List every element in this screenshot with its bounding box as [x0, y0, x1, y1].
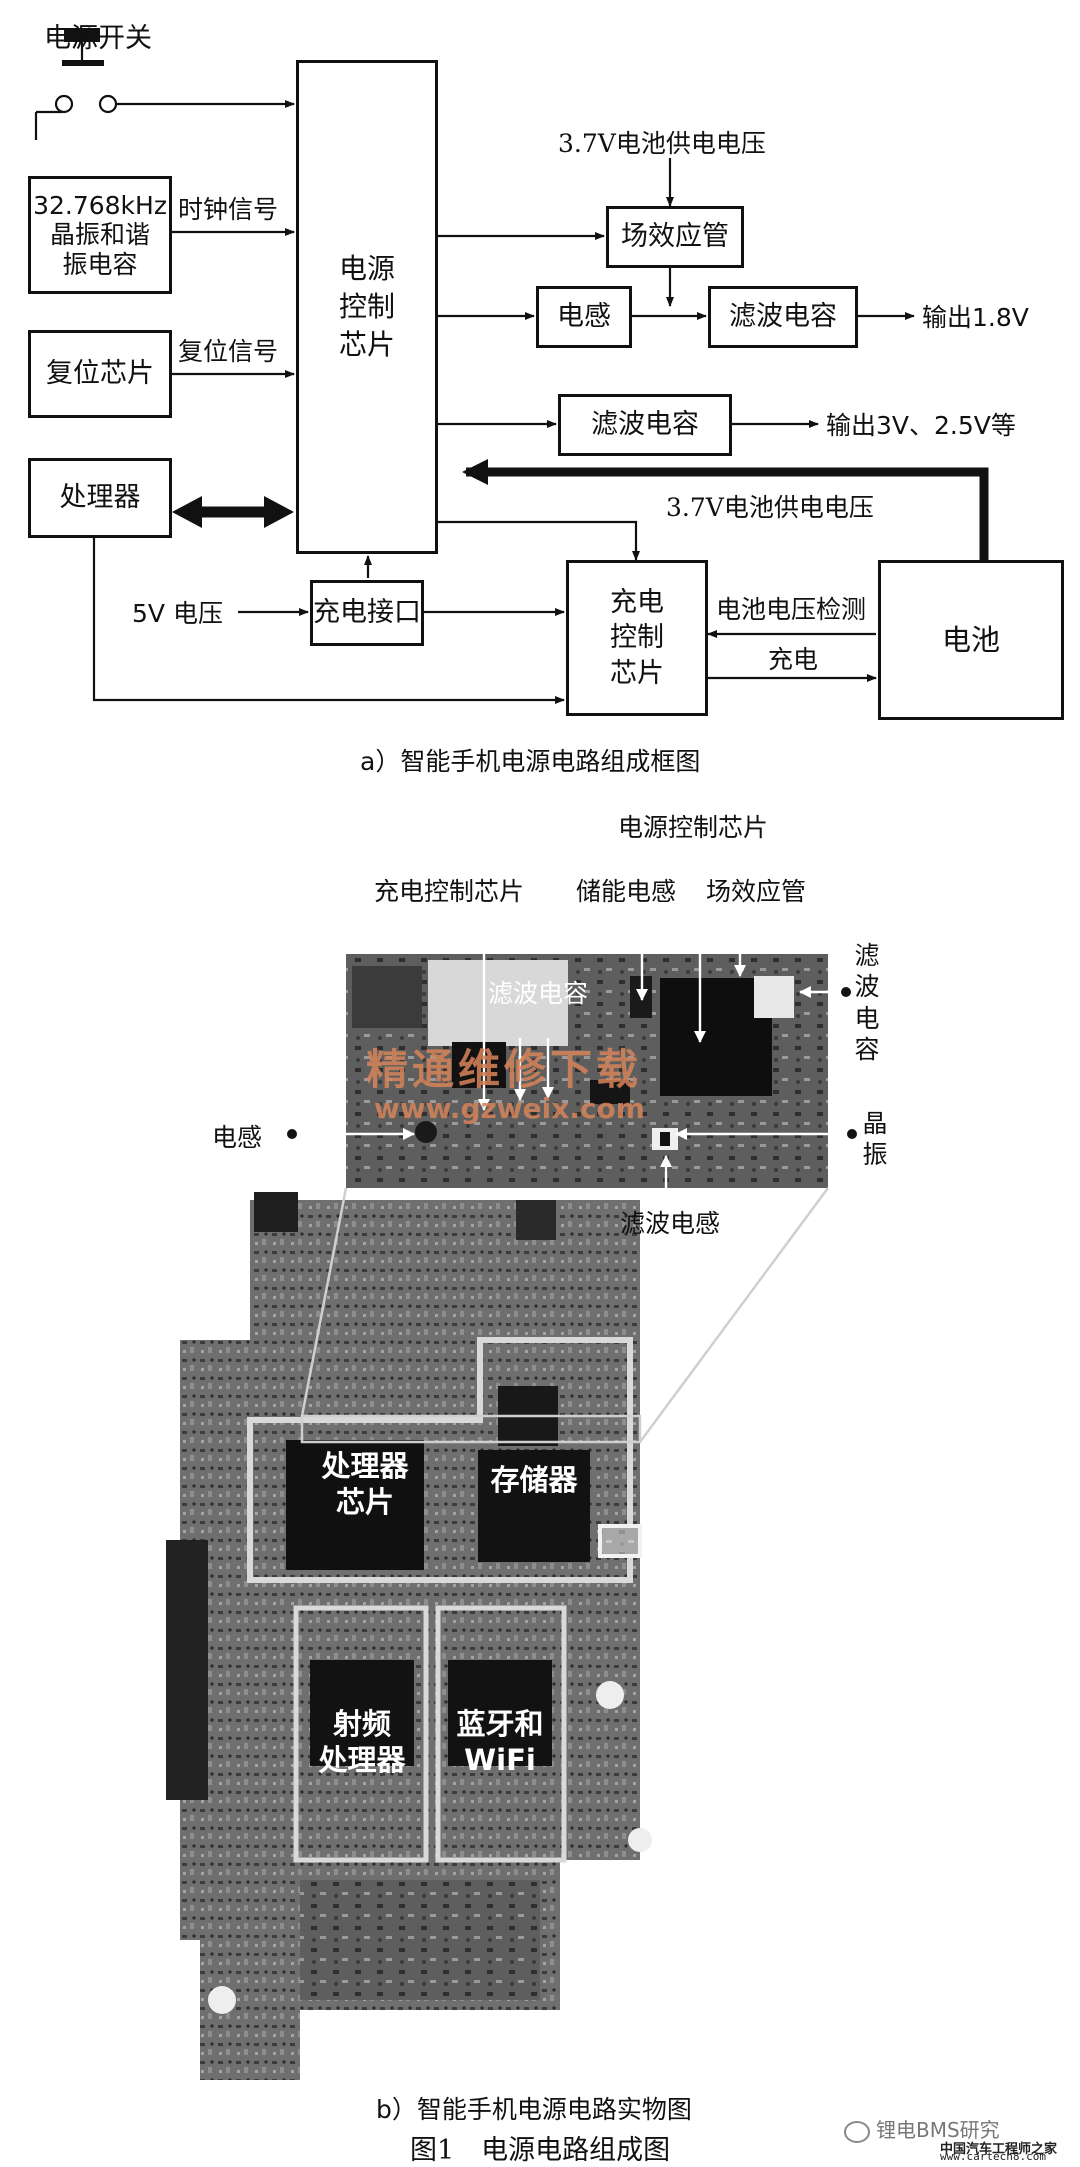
power-control-chip-block: 电源 控制 芯片	[296, 60, 438, 554]
board-photo	[166, 840, 857, 2080]
battery-supply-thick	[462, 459, 989, 560]
crystal-photo-label: 晶振	[862, 1109, 888, 1170]
storage-inductor-label: 储能电感	[576, 877, 677, 906]
charge-label: 充电	[768, 645, 819, 674]
rf-processor-chip-label: 射频 处理器	[318, 1707, 406, 1778]
power-switch-label: 电源开关	[44, 23, 152, 54]
reset-signal-label: 复位信号	[178, 337, 279, 366]
inductor-photo-label: 电感	[212, 1123, 263, 1152]
filter-capacitor-block-2: 滤波电容	[558, 394, 732, 456]
pmic-photo-label: 电源控制芯片	[618, 813, 769, 842]
wechat-icon	[844, 2120, 870, 2143]
pmic-to-chargectrl	[438, 520, 640, 561]
output-1v8-label: 输出1.8V	[922, 303, 1029, 332]
battery-detect-label: 电池电压检测	[716, 595, 867, 624]
wechat-account-name: 锂电BMS研究	[876, 2118, 1000, 2142]
switch-contact-left	[54, 94, 74, 114]
zoom-inset	[346, 954, 828, 1188]
mosfet-block: 场效应管	[606, 206, 744, 268]
switch-button	[64, 28, 100, 42]
battery-block: 电池	[878, 560, 1064, 720]
bt-wifi-chip-label: 蓝牙和 WiFi	[456, 1707, 544, 1778]
charge-control-chip-block: 充电 控制 芯片	[566, 560, 708, 716]
filter-cap-mid-label: 滤波电容	[488, 979, 589, 1008]
caption-a: a）智能手机电源电路组成框图	[360, 747, 701, 776]
proc-pmic-bus	[172, 496, 294, 528]
main-board	[166, 1192, 652, 2080]
figure-caption: 图1 电源电路组成图	[410, 2135, 671, 2166]
charge-port-block: 充电接口	[310, 580, 424, 646]
wechat-watermark: 锂电BMS研究	[844, 2114, 1000, 2143]
output-3v-label: 输出3V、2.5V等	[826, 411, 1016, 440]
diagram-a-wires	[34, 28, 989, 704]
mosfet-photo-label: 场效应管	[706, 877, 807, 906]
crystal-block: 32.768kHz 晶振和谐 振电容	[28, 176, 172, 294]
watermark-cn: 精通维修下载	[366, 1045, 643, 1094]
5v-label: 5V 电压	[132, 599, 223, 628]
processor-chip-label: 处理器 芯片	[321, 1449, 409, 1520]
site-url-watermark: www.cartech8.com	[940, 2150, 1046, 2163]
watermark-url: www.gzweix.com	[374, 1092, 645, 1125]
processor-block: 处理器	[28, 458, 172, 538]
filter-cap-right-label: 滤波电容	[854, 941, 880, 1064]
memory-chip-label: 存储器	[490, 1463, 578, 1497]
filter-capacitor-block-1: 滤波电容	[708, 286, 858, 348]
switch-contact-right	[98, 94, 118, 114]
reset-chip-block: 复位芯片	[28, 330, 172, 418]
battery-voltage-top-label: 3.7V电池供电电压	[558, 129, 766, 158]
site-cn-watermark: 中国汽车工程师之家	[940, 2142, 1058, 2157]
filter-inductor-label: 滤波电感	[620, 1209, 721, 1238]
clock-signal-label: 时钟信号	[178, 195, 279, 224]
proc-to-chargectrl	[92, 538, 565, 704]
caption-b: b）智能手机电源电路实物图	[376, 2095, 692, 2124]
inductor-block: 电感	[536, 286, 632, 348]
charge-ctrl-photo-label: 充电控制芯片	[374, 877, 525, 906]
battery-voltage-mid-label: 3.7V电池供电电压	[666, 493, 874, 522]
side-connector	[166, 1540, 208, 1800]
